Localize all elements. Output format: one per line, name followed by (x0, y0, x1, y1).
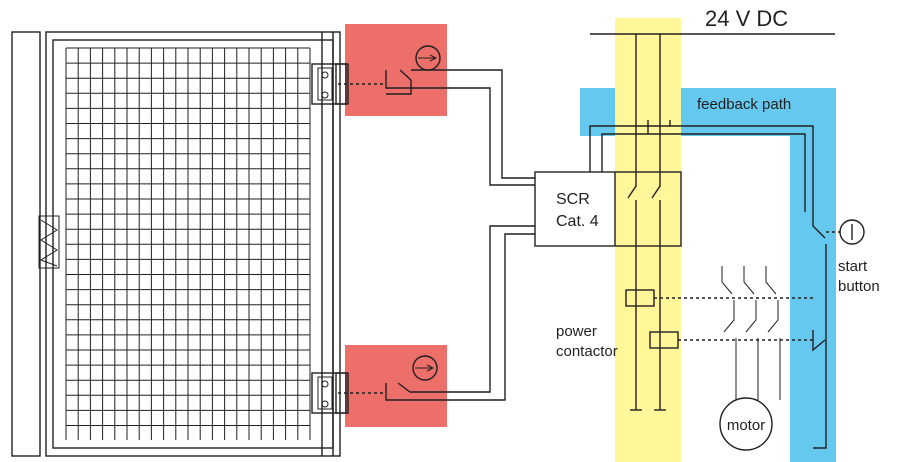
door-post (11, 31, 41, 457)
scr-contact-2 (651, 34, 661, 410)
motor-label: motor (727, 417, 765, 434)
supply-label: 24 V DC (705, 6, 788, 31)
top-hinge (311, 63, 349, 105)
feedback-loop (589, 125, 814, 212)
motor-icon (719, 397, 773, 451)
power-label-line2: contactor (556, 343, 618, 360)
scr-label-line1: SCR (556, 191, 590, 208)
scr-contact-1 (627, 34, 637, 410)
bottom-switch (385, 225, 535, 401)
feedback-label: feedback path (697, 96, 791, 113)
start-label-line1: start (838, 258, 868, 275)
door-lock (38, 215, 60, 269)
bottom-sensor-zone (345, 345, 447, 427)
scr-label-line2: Cat. 4 (556, 213, 599, 230)
start-button (812, 212, 865, 449)
top-switch (385, 45, 535, 186)
bottom-hinge (311, 372, 349, 414)
supply-zone (615, 18, 681, 462)
lock-zigzag (39, 219, 58, 267)
motor-contacts (721, 266, 781, 400)
top-switch-gauge-icon (415, 45, 441, 71)
start-label-line2: button (838, 278, 880, 295)
power-label-line1: power (556, 323, 597, 340)
bottom-switch-gauge-icon (412, 355, 438, 381)
gate-outer-frame (45, 31, 341, 457)
gate-mesh (65, 47, 311, 440)
feedback-loop-inner (601, 133, 806, 212)
scr-module (534, 171, 682, 247)
